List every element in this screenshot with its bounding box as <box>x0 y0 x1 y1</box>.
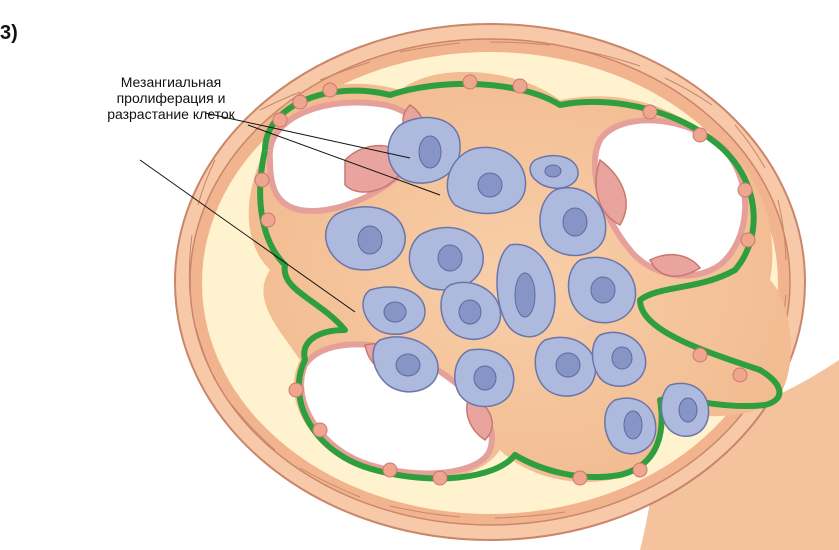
annotation-line: пролиферация и <box>96 90 246 106</box>
panel-label: 3) <box>0 22 18 45</box>
annotation-line: разрастание клеток <box>96 106 246 122</box>
annotation-label: Мезангиальная пролиферация и разрастание… <box>96 74 246 122</box>
annotation-line: Мезангиальная <box>96 74 246 90</box>
